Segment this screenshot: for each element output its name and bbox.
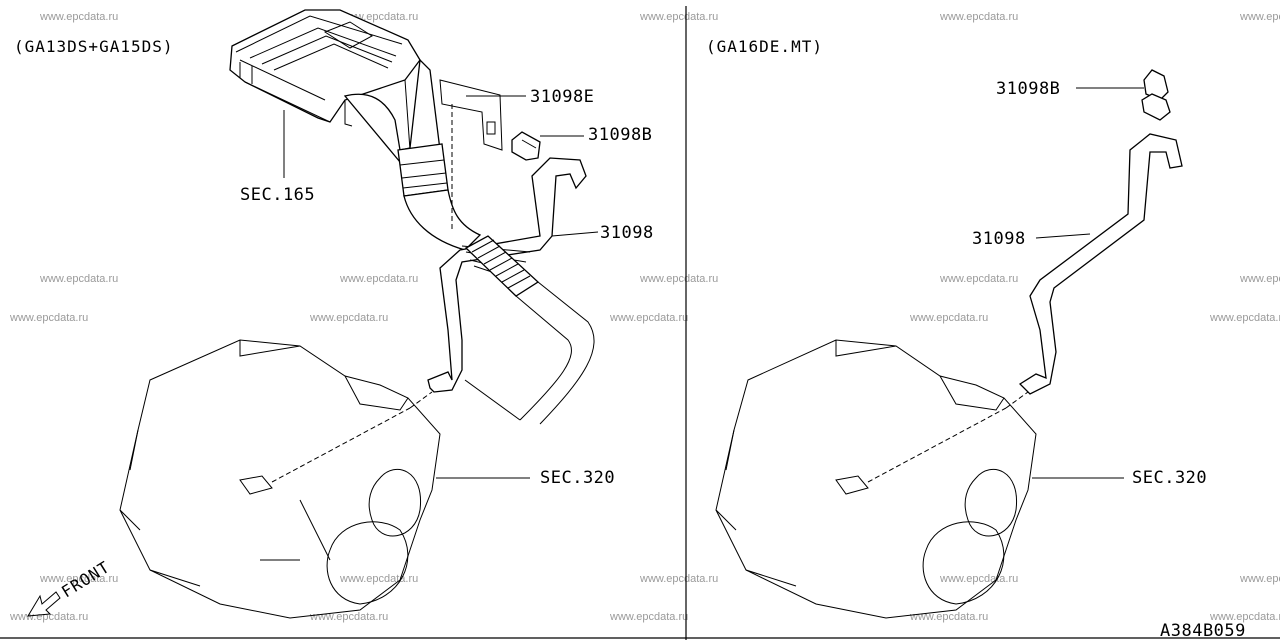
watermark-text: www.epcdata.ru xyxy=(609,611,688,623)
watermark-text: www.epcdata.ru xyxy=(939,573,1018,585)
transmission-left-drawing xyxy=(119,339,530,619)
label-sec320-right: SEC.320 xyxy=(1132,468,1207,488)
breather-hose-31098-drawing xyxy=(427,157,599,425)
figure-code: A384B059 xyxy=(1160,621,1246,640)
front-arrow xyxy=(27,591,61,617)
watermark-text: www.epcdata.ru xyxy=(909,611,988,623)
watermark-text: www.epcdata.ru xyxy=(939,273,1018,285)
watermark-text: www.epcdata.ru xyxy=(1209,312,1280,324)
label-31098-left: 31098 xyxy=(600,223,654,243)
label-31098B-right: 31098B xyxy=(996,79,1060,99)
watermark-text: www.epcdata.ru xyxy=(339,273,418,285)
watermark-text: www.epcdata.ru xyxy=(309,611,388,623)
watermark-text: www.epcdata.ru xyxy=(639,11,718,23)
label-31098B-left: 31098B xyxy=(588,125,652,145)
breather-hose-31098-right-drawing xyxy=(1018,133,1183,395)
watermark-text: www.epcdata.ru xyxy=(909,312,988,324)
clip-31098B-drawing xyxy=(511,131,584,161)
left-assembly xyxy=(27,9,599,619)
clip-31098B-right-drawing xyxy=(1076,69,1171,121)
watermark-text: www.epcdata.ru xyxy=(339,573,418,585)
watermark-text: www.epcdata.ru xyxy=(39,11,118,23)
watermark-text: www.epcdata.ru xyxy=(1239,573,1280,585)
watermark-text: www.epcdata.ru xyxy=(639,573,718,585)
transmission-right-drawing xyxy=(715,339,1124,619)
watermark-layer: www.epcdata.ru www.epcdata.ru www.epcdata.… xyxy=(9,11,1280,623)
right-model-header: (GA16DE.MT) xyxy=(706,37,823,56)
watermark-text: www.epcdata.ru xyxy=(9,312,88,324)
bracket-31098E-drawing xyxy=(439,79,526,230)
right-assembly xyxy=(715,69,1183,619)
air-cleaner-drawing xyxy=(229,9,482,251)
watermark-text: www.epcdata.ru xyxy=(39,273,118,285)
watermark-text: www.epcdata.ru xyxy=(39,573,118,585)
label-31098-right: 31098 xyxy=(972,229,1026,249)
watermark-text: www.epcdata.ru xyxy=(309,312,388,324)
watermark-text: www.epcdata.ru xyxy=(639,273,718,285)
label-sec165: SEC.165 xyxy=(240,185,315,205)
watermark-text: www.epcdata.ru xyxy=(609,312,688,324)
watermark-text: www.epcdata.ru xyxy=(1209,611,1280,623)
label-sec320-left: SEC.320 xyxy=(540,468,615,488)
watermark-text: www.epcdata.ru xyxy=(1239,11,1280,23)
left-model-header: (GA13DS+GA15DS) xyxy=(14,37,174,56)
watermark-text: www.epcdata.ru xyxy=(1239,273,1280,285)
label-31098E: 31098E xyxy=(530,87,594,107)
watermark-text: www.epcdata.ru xyxy=(939,11,1018,23)
